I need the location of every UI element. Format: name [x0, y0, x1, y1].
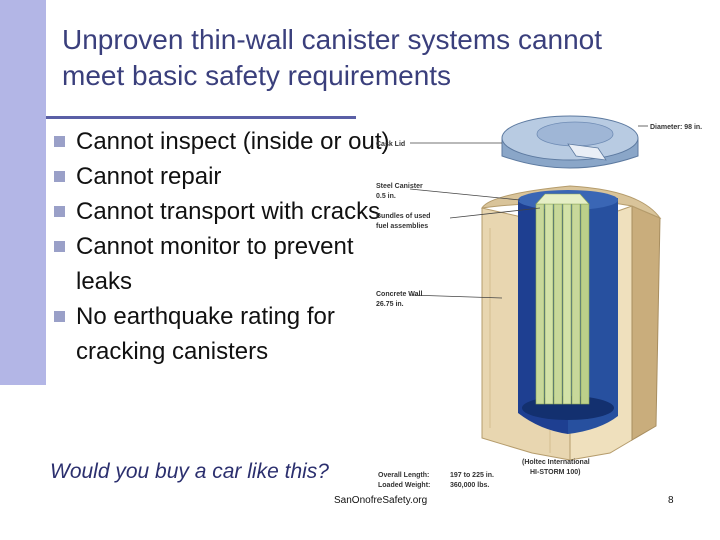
bullet-text: Cannot repair	[76, 163, 222, 190]
label-bundles-1: Bundles of used	[376, 213, 430, 220]
value-overall-length: 197 to 225 in.	[450, 472, 494, 479]
bullet-item: Cannot repair	[50, 159, 390, 194]
square-bullet-icon	[54, 206, 65, 217]
bullet-text: Cannot transport with cracks	[76, 198, 381, 225]
label-concrete-wall-thickness: 26.75 in.	[376, 301, 404, 308]
cask-lid	[501, 115, 639, 169]
square-bullet-icon	[54, 136, 65, 147]
bullet-item: No earthquake rating for cracking canist…	[50, 299, 390, 369]
bullet-item: Cannot monitor to prevent leaks	[50, 229, 390, 299]
leader-lines	[409, 125, 648, 299]
label-overall-length: Overall Length:	[378, 472, 429, 479]
value-loaded-weight: 360,000 lbs.	[450, 482, 489, 489]
fuel-bundles	[535, 193, 590, 405]
square-bullet-icon	[54, 241, 65, 252]
label-steel-canister-thickness: 0.5 in.	[376, 193, 396, 200]
label-holtec-1: (Holtec International	[522, 459, 590, 466]
bullet-list: Cannot inspect (inside or out) Cannot re…	[50, 124, 390, 369]
label-steel-canister: Steel Canister	[376, 183, 423, 190]
closing-question: Would you buy a car like this?	[50, 460, 329, 483]
label-diameter: Diameter: 98 in.	[650, 124, 702, 131]
bullet-text: Cannot inspect (inside or out)	[76, 128, 390, 155]
bullet-text: No earthquake rating for cracking canist…	[76, 303, 335, 365]
footer-url: SanOnofreSafety.org	[334, 495, 428, 506]
accent-bar	[0, 0, 46, 385]
label-holtec-2: HI-STORM 100)	[530, 469, 580, 476]
square-bullet-icon	[54, 171, 65, 182]
bullet-item: Cannot inspect (inside or out)	[50, 124, 390, 159]
title-rule	[46, 116, 356, 119]
bullet-item: Cannot transport with cracks	[50, 194, 390, 229]
label-bundles-2: fuel assemblies	[376, 223, 428, 230]
bullet-text: Cannot monitor to prevent leaks	[76, 233, 354, 295]
square-bullet-icon	[54, 311, 65, 322]
accent-bar-gap	[46, 0, 48, 385]
label-loaded-weight: Loaded Weight:	[378, 482, 430, 489]
cask-diagram: Cask Lid Diameter: 98 in. Steel Canister…	[376, 115, 702, 489]
slide-title: Unproven thin-wall canister systems cann…	[62, 24, 603, 91]
label-concrete-wall: Concrete Wall	[376, 291, 422, 298]
label-cask-lid: Cask Lid	[376, 141, 405, 148]
page-number: 8	[668, 495, 674, 506]
